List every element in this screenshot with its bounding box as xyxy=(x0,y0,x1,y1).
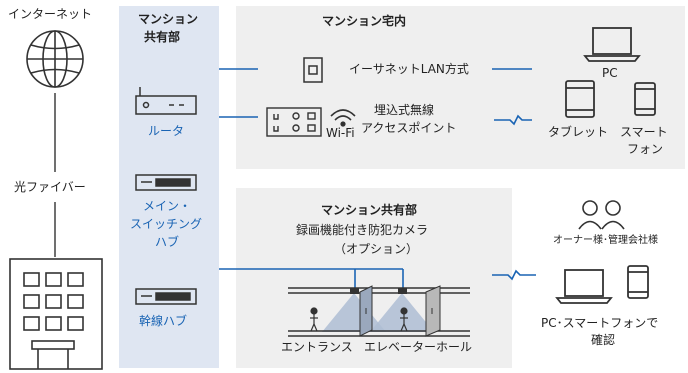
unit-interior-panel xyxy=(236,6,685,169)
camera-label-2: （オプション） xyxy=(334,242,419,256)
main-switch-label-1: メイン・ xyxy=(143,199,192,213)
owner-admin-icon xyxy=(578,200,625,230)
confirm-label-1: PC･スマートフォンで xyxy=(541,316,659,330)
person-icon xyxy=(310,307,318,332)
fiber-label: 光ファイバー xyxy=(14,180,86,194)
shared-area-title-2: 共有部 xyxy=(144,30,181,44)
smartphone-icon xyxy=(634,82,656,116)
unit-interior-title: マンション宅内 xyxy=(322,14,407,28)
trunk-hub-icon xyxy=(135,288,197,305)
camera-scene xyxy=(288,285,470,337)
smartphone-label-2: フォン xyxy=(627,142,664,156)
shared-area-title-1: マンション xyxy=(138,12,199,26)
common-area-title: マンション共有部 xyxy=(321,203,418,217)
building-icon xyxy=(9,258,103,370)
smartphone-icon-monitor xyxy=(627,265,649,299)
router-icon xyxy=(135,87,197,115)
camera-label-1: 録画機能付き防犯カメラ xyxy=(296,223,429,237)
common-area-panel xyxy=(236,188,512,368)
access-point-icon xyxy=(266,107,322,137)
lan-connections xyxy=(219,68,536,290)
security-camera-icon xyxy=(350,288,359,294)
globe-icon xyxy=(26,30,84,88)
ethernet-lan-label: イーサネットLAN方式 xyxy=(349,62,469,76)
trunk-hub-label: 幹線ハブ xyxy=(139,314,188,328)
entrance-label: エントランス xyxy=(281,340,353,354)
main-switch-label-3: ハブ xyxy=(155,235,180,249)
wifi-icon xyxy=(330,109,356,127)
router-label: ルータ xyxy=(148,124,185,138)
elevator-door-icon xyxy=(425,285,441,337)
wifi-label-2: アクセスポイント xyxy=(361,121,457,135)
tablet-icon xyxy=(565,80,595,118)
lan-outlet-icon xyxy=(303,57,323,83)
security-camera-icon xyxy=(398,288,407,294)
elevator-hall-label: エレベーターホール xyxy=(364,340,473,354)
smartphone-label-1: スマート xyxy=(620,125,668,139)
main-switch-label-2: スイッチング xyxy=(130,217,203,231)
switching-hub-icon xyxy=(135,174,197,191)
wifi-label-1: 埋込式無線 xyxy=(374,103,435,117)
internet-label: インターネット xyxy=(8,7,93,21)
laptop-icon-monitor xyxy=(555,269,613,304)
owner-admin-label: オーナー様･管理会社様 xyxy=(553,235,658,246)
entrance-door-icon xyxy=(359,285,373,337)
person-icon xyxy=(400,307,408,332)
confirm-label-2: 確認 xyxy=(591,333,616,347)
laptop-icon xyxy=(583,27,641,62)
tablet-label: タブレット xyxy=(548,125,609,139)
wifi-mark-label: Wi-Fi xyxy=(326,126,355,140)
pc-label: PC xyxy=(602,66,618,80)
